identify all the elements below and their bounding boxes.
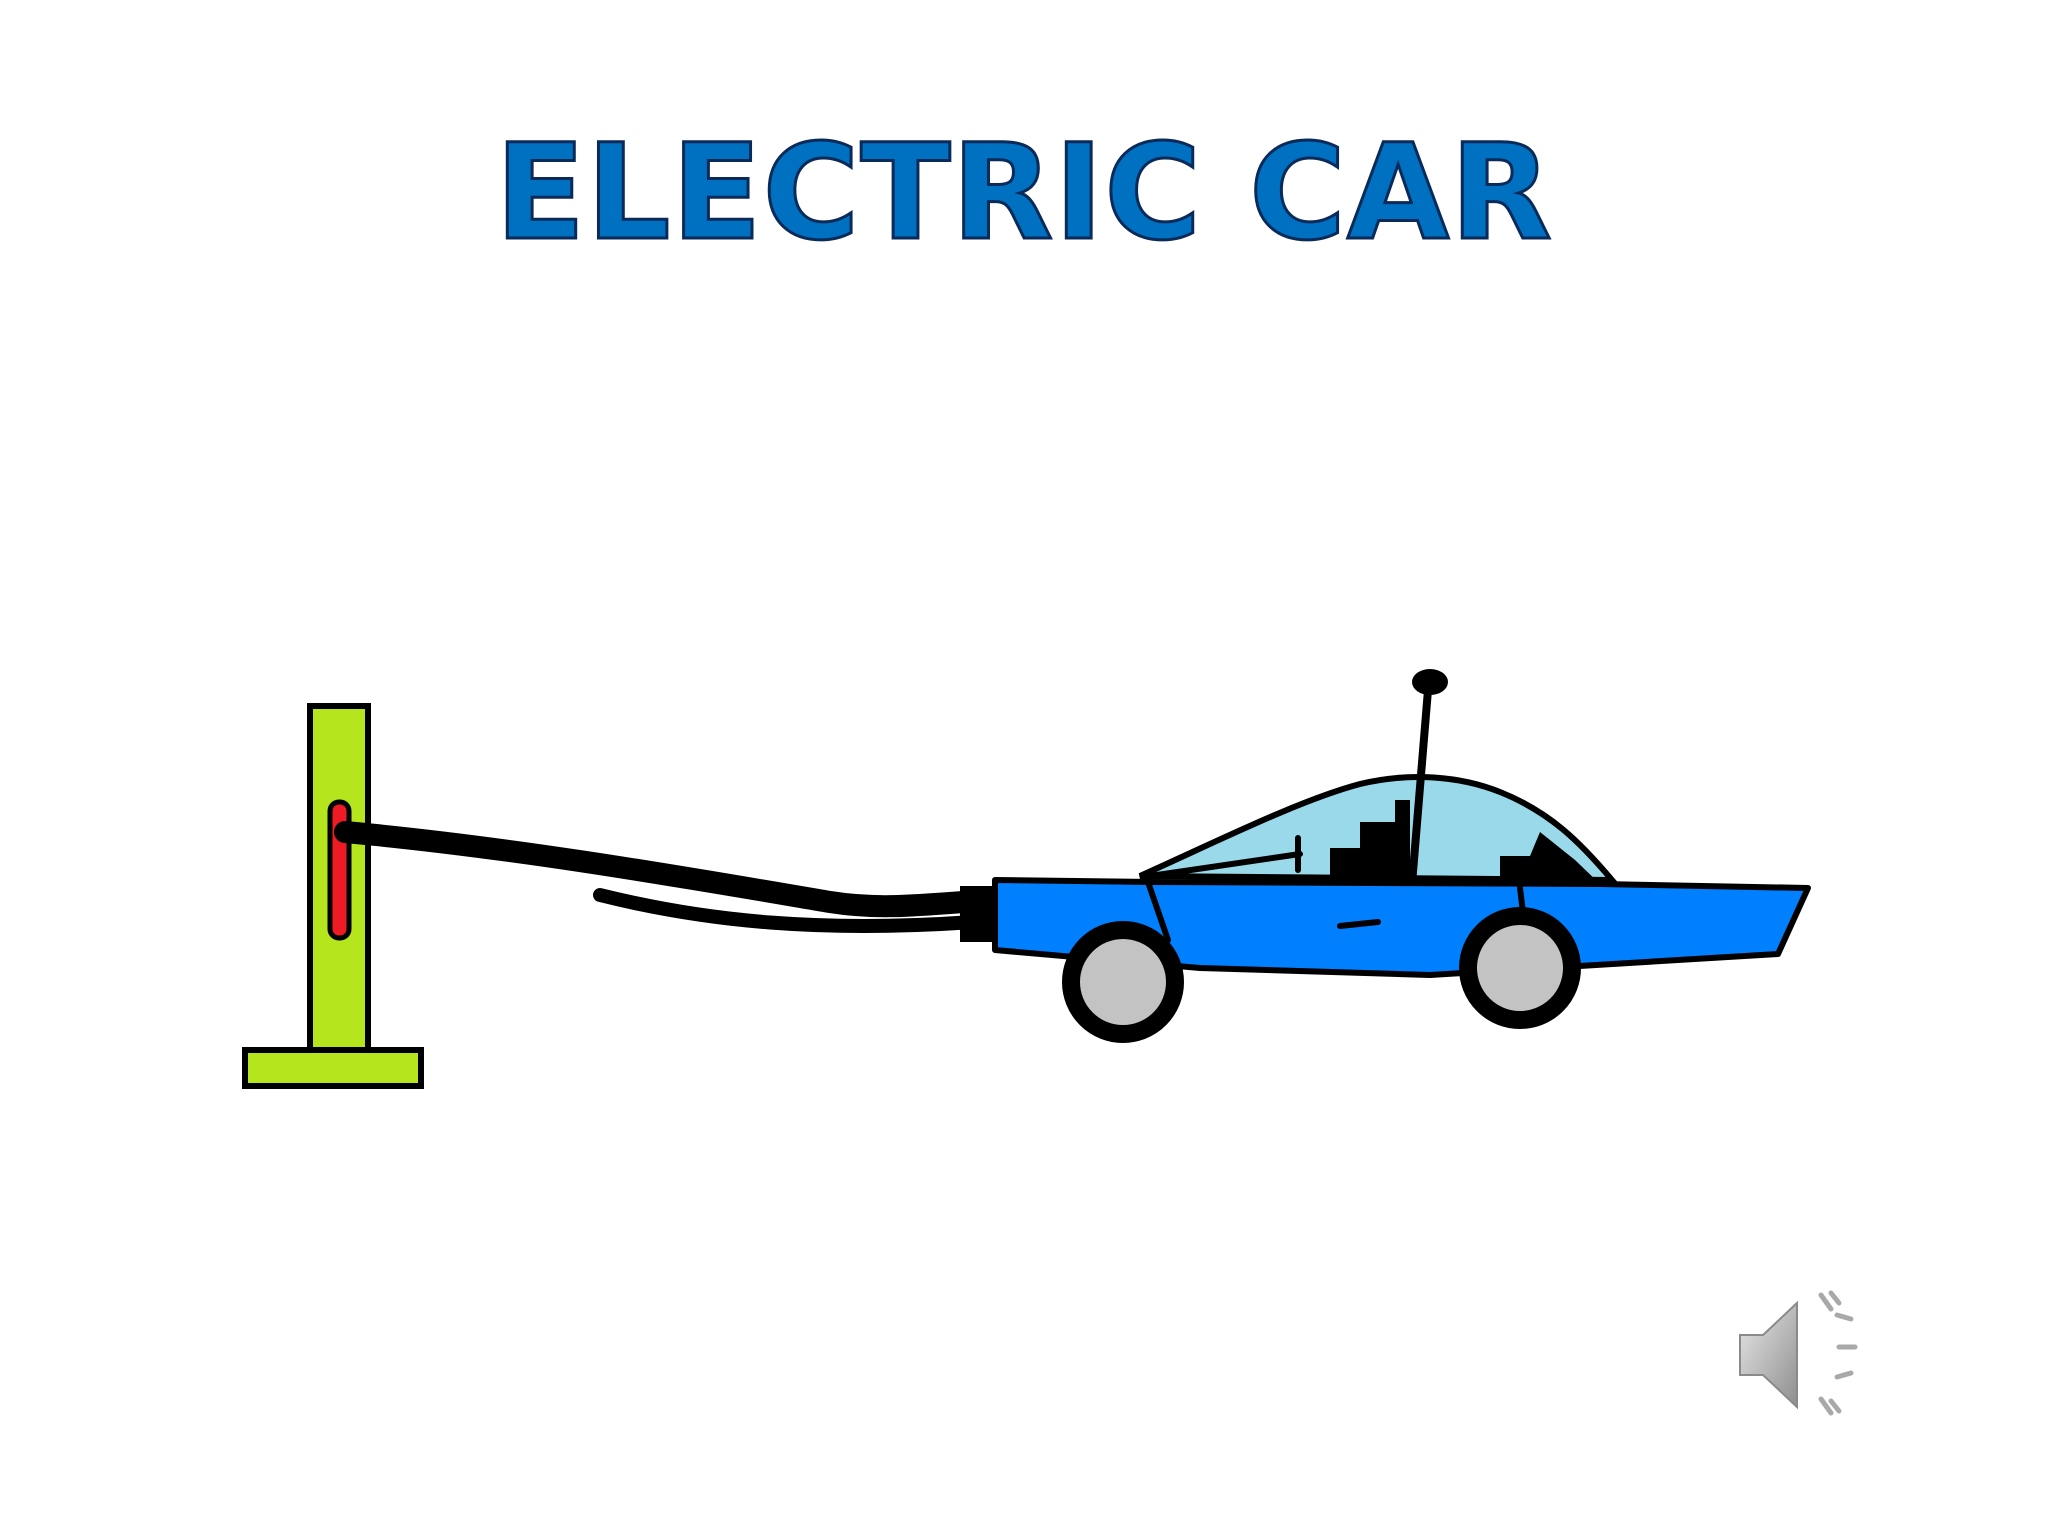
- charger-base: [242, 1047, 424, 1089]
- charging-cable: [334, 821, 1007, 942]
- cable-plug: [960, 886, 996, 942]
- car-seat: [1330, 800, 1410, 884]
- car-rear-seat: [1500, 832, 1600, 884]
- cable: [334, 821, 1001, 918]
- car-body: [992, 877, 1811, 978]
- car-antenna-tip: [1412, 669, 1448, 695]
- cable-bulge: [593, 888, 1007, 933]
- speaker-icon[interactable]: [1735, 1285, 1875, 1425]
- rear-wheel: [1459, 907, 1581, 1029]
- slide-title: ELECTRIC CAR: [494, 116, 1554, 270]
- charging-station: [242, 703, 424, 1089]
- car-antenna: [1408, 689, 1432, 885]
- car: [992, 669, 1811, 1043]
- front-wheel: [1062, 921, 1184, 1043]
- car-steering: [1147, 835, 1303, 879]
